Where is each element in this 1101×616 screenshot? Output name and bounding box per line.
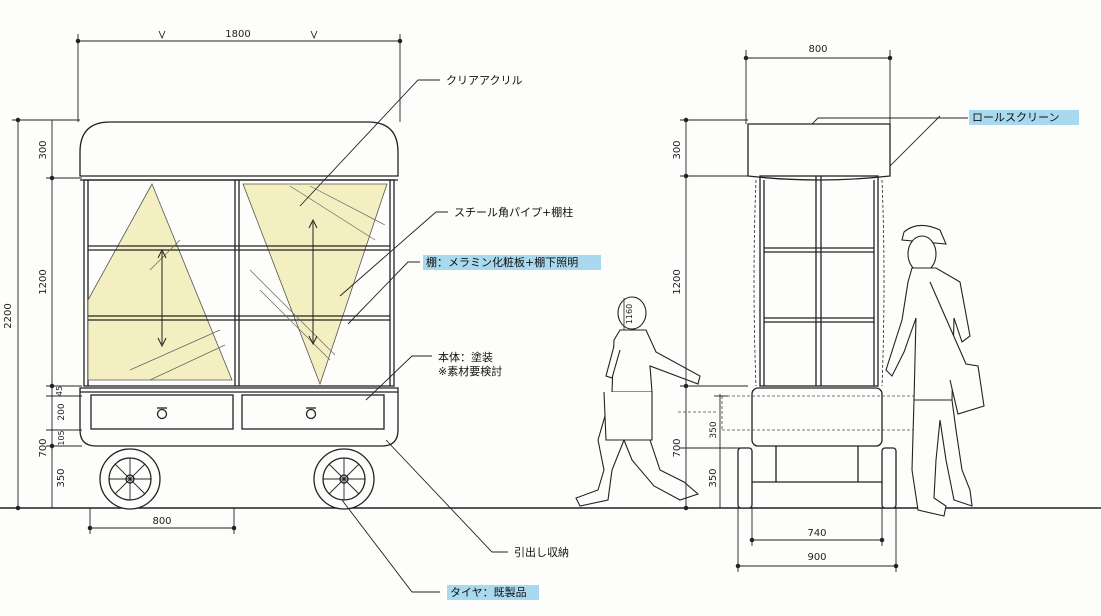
dim-front-width: 1800 [225, 29, 250, 40]
dim-child-height: 1160 [625, 304, 634, 324]
label-roll-screen-highlight [969, 110, 1079, 125]
front-wheel-left [99, 448, 161, 510]
acrylic-panel-right [242, 183, 388, 386]
dim-front-gap-a: 45 [55, 386, 64, 396]
dim-front-wheel: 350 [56, 468, 67, 487]
side-dimensions [680, 50, 899, 572]
side-wheel-left [737, 447, 753, 509]
drawer-handle-left [156, 407, 168, 420]
front-view [79, 121, 399, 510]
dim-front-total-height: 2200 [3, 303, 14, 328]
dim-front-shelf: 1200 [38, 269, 49, 294]
dim-front-gap-b: 105 [57, 430, 66, 445]
dim-side-base: 700 [672, 438, 683, 457]
drawer-handle-right [305, 407, 317, 420]
dim-side-shelf: 1200 [672, 269, 683, 294]
dim-side-top-width: 800 [808, 44, 827, 55]
label-body-material-note: ※素材要検討 [438, 364, 502, 378]
label-steel-pipe: スチール角パイプ+棚柱 [454, 205, 573, 219]
dim-side-roof: 300 [672, 140, 683, 159]
label-drawer-storage: 引出し収納 [514, 545, 569, 559]
drawer-right [241, 394, 385, 430]
dim-side-drawer: 350 [709, 421, 719, 438]
dim-side-outer-width: 900 [807, 552, 826, 563]
side-roof [747, 123, 891, 181]
front-wheel-right [313, 448, 375, 510]
side-cabinet-frame [759, 175, 879, 387]
label-shelf: 棚：メラミン化粧板+棚下照明 [426, 255, 578, 269]
label-tire-highlight [447, 585, 539, 600]
label-tire: タイヤ：既製品 [450, 585, 527, 599]
child-figure [575, 296, 701, 507]
label-clear-acrylic: クリアアクリル [446, 74, 522, 87]
dim-front-base: 700 [38, 438, 49, 457]
label-shelf-highlight [423, 255, 601, 270]
front-base-body [79, 387, 399, 447]
dim-front-wheel-span: 800 [152, 516, 171, 527]
dim-side-wheel: 350 [708, 468, 719, 487]
side-wheel-right [881, 447, 897, 509]
label-body-paint: 本体：塗装 [438, 350, 493, 364]
adult-figure [885, 224, 985, 517]
side-view [678, 123, 919, 509]
dim-front-roof: 300 [38, 140, 49, 159]
acrylic-panel-left [87, 183, 233, 381]
dim-side-inner-width: 740 [807, 528, 826, 539]
front-roof [79, 121, 399, 177]
drawer-left [90, 394, 234, 430]
front-dimensions [12, 30, 403, 534]
side-base-body [751, 387, 883, 447]
label-roll-screen: ロールスクリーン [972, 111, 1059, 124]
dim-front-drawer: 200 [57, 403, 67, 420]
